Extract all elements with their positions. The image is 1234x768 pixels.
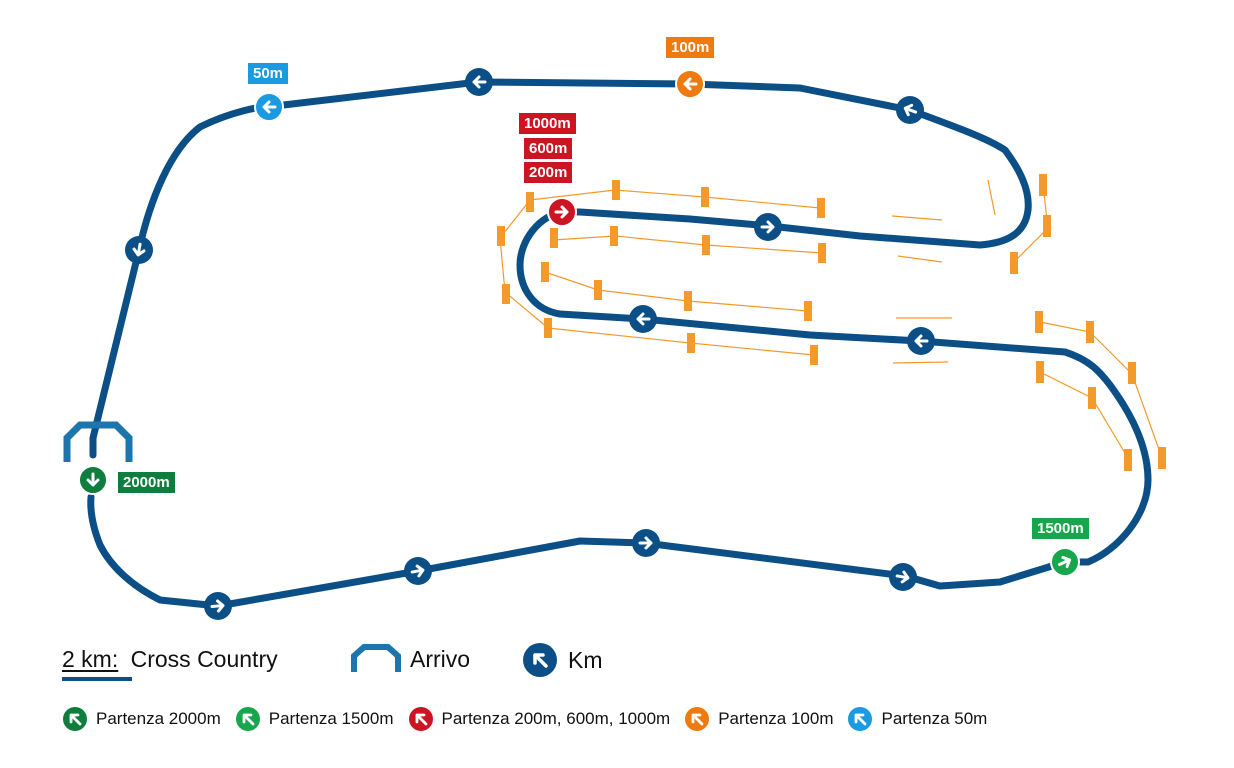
fence-posts bbox=[497, 174, 1166, 471]
start-markers bbox=[78, 69, 1080, 577]
legend-course-label: Cross Country bbox=[130, 646, 278, 672]
km-marker-icon bbox=[896, 96, 924, 124]
flag-1500m: 1500m bbox=[1032, 518, 1089, 539]
flag-1000m: 1000m bbox=[519, 113, 576, 134]
flag-200m: 200m bbox=[524, 162, 573, 183]
legend-starts: Partenza 2000m Partenza 1500m Partenza 2… bbox=[62, 706, 1001, 732]
start-marker-icon bbox=[848, 707, 873, 731]
km-markers bbox=[125, 68, 935, 620]
legend-start-50m: Partenza 50m bbox=[847, 706, 987, 732]
km-marker-icon bbox=[465, 68, 493, 96]
km-marker-icon bbox=[404, 557, 432, 585]
legend-start-100m: Partenza 100m bbox=[684, 706, 833, 732]
km-marker-icon bbox=[889, 563, 917, 591]
flag-100m: 100m bbox=[666, 37, 715, 58]
km-marker-icon bbox=[629, 305, 657, 333]
legend-start-200-600-1000m: Partenza 200m, 600m, 1000m bbox=[408, 706, 671, 732]
start-marker-icon bbox=[63, 707, 87, 731]
km-marker-icon bbox=[632, 529, 660, 557]
km-marker-icon bbox=[204, 592, 232, 620]
km-marker-icon bbox=[907, 327, 935, 355]
legend-start-label: Partenza 200m, 600m, 1000m bbox=[441, 709, 671, 728]
start-marker-100m-icon bbox=[675, 69, 705, 99]
legend-start-label: Partenza 100m bbox=[718, 709, 834, 728]
legend-start-2000m: Partenza 2000m bbox=[62, 706, 221, 732]
legend-arrivo-label: Arrivo bbox=[410, 645, 471, 672]
km-marker-icon bbox=[754, 213, 782, 241]
legend-km-label: Km bbox=[568, 646, 603, 673]
start-marker-1500m-icon bbox=[1050, 547, 1080, 577]
flag-2000m: 2000m bbox=[118, 472, 175, 493]
legend-start-1500m: Partenza 1500m bbox=[235, 706, 394, 732]
flag-600m: 600m bbox=[524, 138, 573, 159]
finish-arch-icon bbox=[63, 421, 133, 462]
legend-distance: 2 km: bbox=[62, 646, 119, 672]
start-marker-50m-icon bbox=[254, 92, 284, 122]
legend-start-label: Partenza 2000m bbox=[96, 709, 221, 728]
legend-start-label: Partenza 50m bbox=[881, 709, 988, 728]
legend-arrivo: Arrivo bbox=[350, 644, 470, 674]
flag-50m: 50m bbox=[248, 63, 289, 84]
legend-course: 2 km: Cross Country bbox=[62, 646, 278, 681]
start-marker-200-600-1000m-icon bbox=[547, 197, 577, 227]
legend-track-line-icon bbox=[62, 677, 132, 681]
finish-arch-icon bbox=[351, 644, 401, 672]
start-marker-icon bbox=[685, 707, 710, 731]
start-marker-icon bbox=[408, 707, 433, 731]
cross-country-track bbox=[87, 78, 1152, 610]
start-marker-2000m-icon bbox=[78, 465, 108, 495]
km-marker-icon bbox=[125, 236, 153, 264]
legend-start-label: Partenza 1500m bbox=[268, 709, 394, 728]
km-marker-icon bbox=[523, 643, 557, 677]
start-marker-icon bbox=[235, 707, 260, 731]
legend-km: Km bbox=[522, 642, 603, 678]
